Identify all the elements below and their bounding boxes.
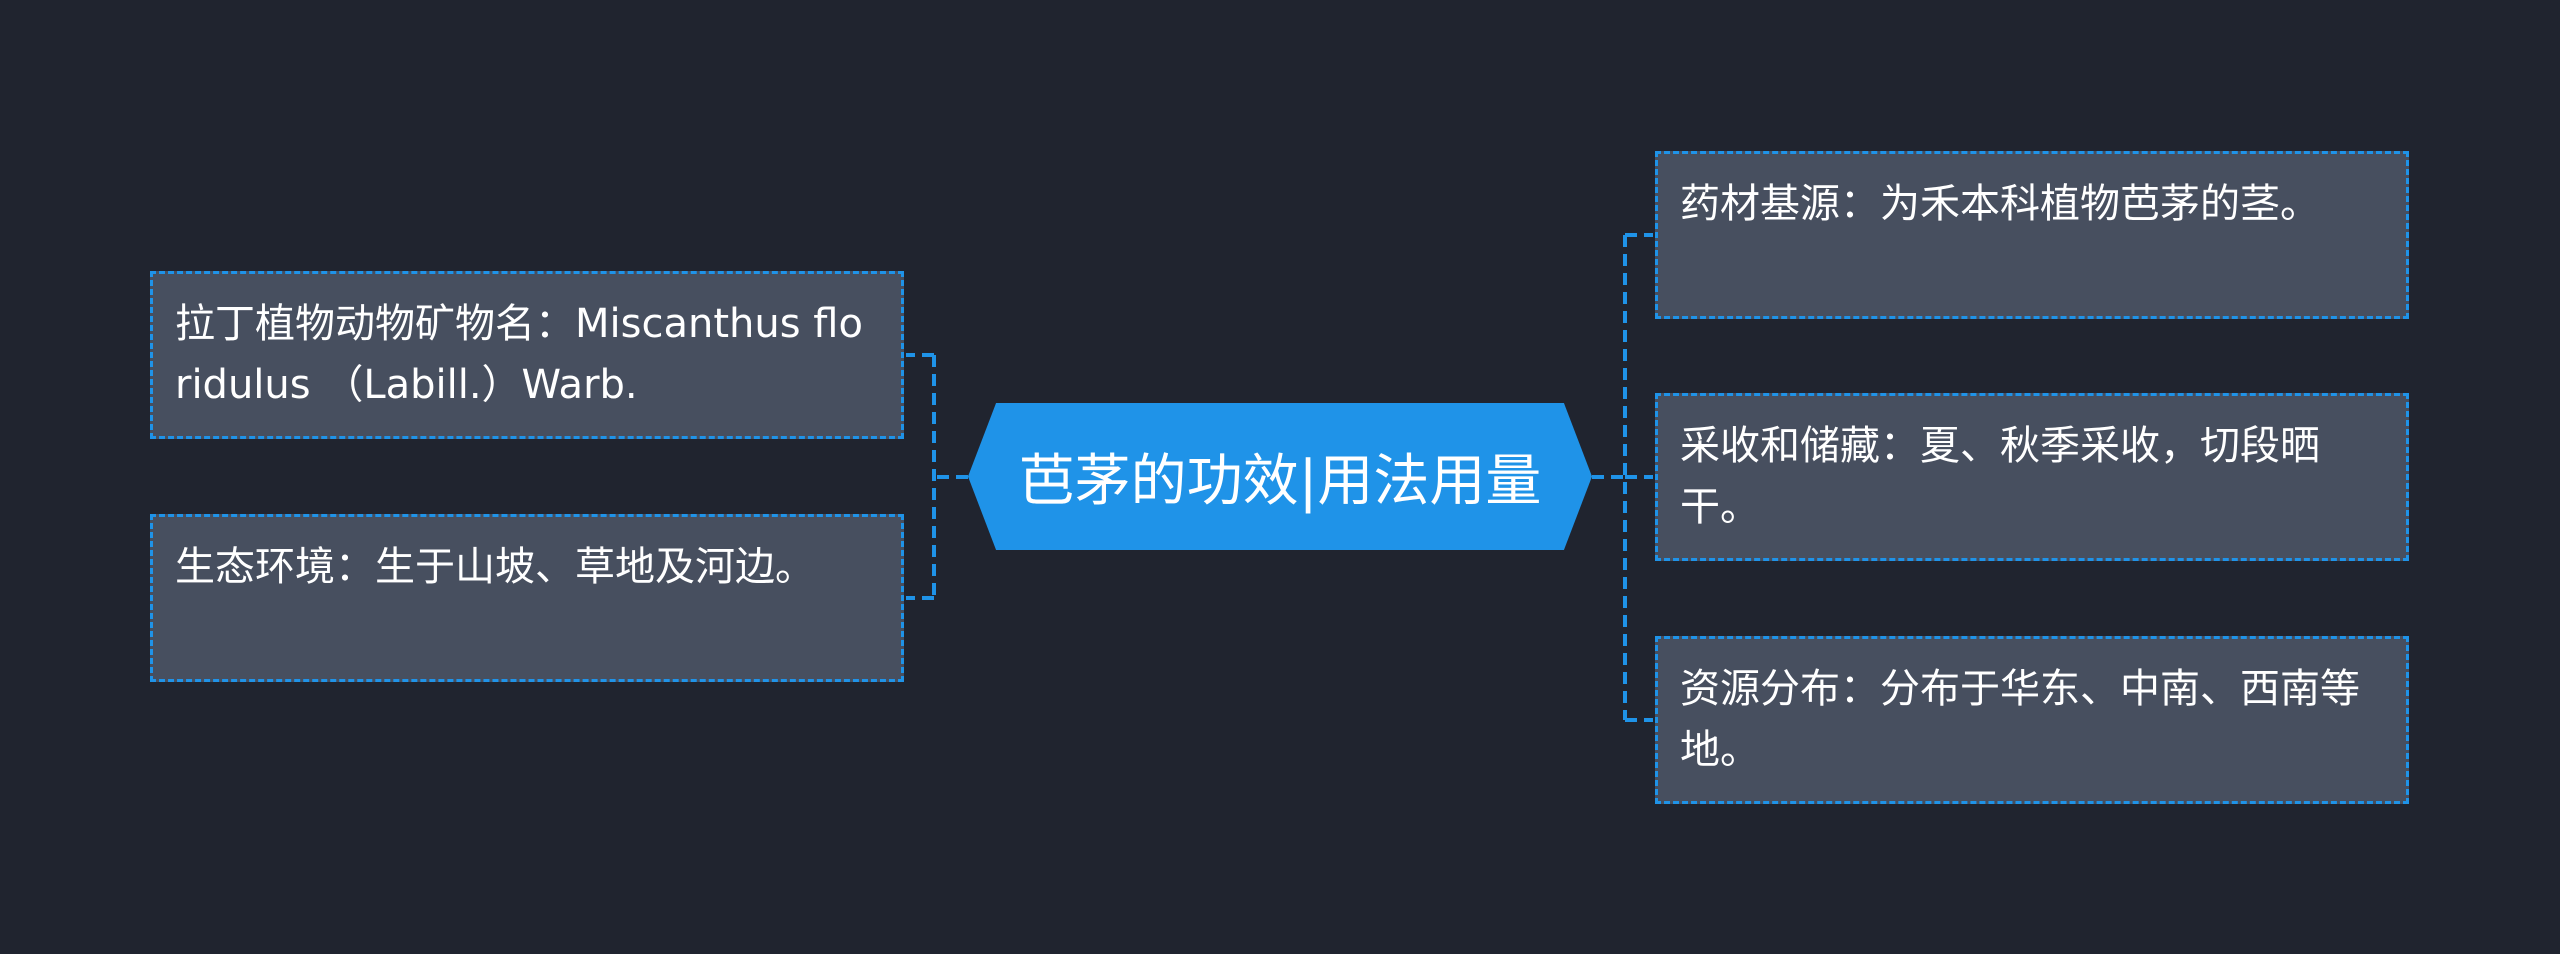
topic-distribution[interactable]: 资源分布：分布于华东、中南、西南等地。 xyxy=(1655,636,2409,804)
central-topic-label: 芭茅的功效|用法用量 xyxy=(1018,449,1542,514)
topic-latin-name-text: 拉丁植物动物矿物名：Miscanthus floridulus （Labill.… xyxy=(175,301,863,408)
topic-harvest-storage-text: 采收和储藏：夏、秋季采收，切段晒干。 xyxy=(1680,423,2320,530)
topic-habitat-text: 生态环境：生于山坡、草地及河边。 xyxy=(175,544,815,590)
topic-harvest-storage[interactable]: 采收和储藏：夏、秋季采收，切段晒干。 xyxy=(1655,393,2409,561)
topic-source[interactable]: 药材基源：为禾本科植物芭茅的茎。 xyxy=(1655,151,2409,319)
topic-habitat[interactable]: 生态环境：生于山坡、草地及河边。 xyxy=(150,514,904,682)
central-topic[interactable]: 芭茅的功效|用法用量 xyxy=(968,403,1592,550)
topic-source-text: 药材基源：为禾本科植物芭茅的茎。 xyxy=(1680,181,2320,227)
topic-distribution-text: 资源分布：分布于华东、中南、西南等地。 xyxy=(1680,666,2360,773)
topic-latin-name[interactable]: 拉丁植物动物矿物名：Miscanthus floridulus （Labill.… xyxy=(150,271,904,439)
